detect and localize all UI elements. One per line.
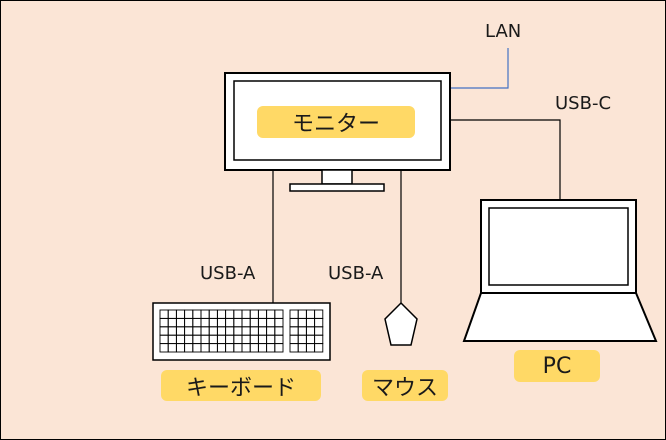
monitor-label: モニター xyxy=(257,106,415,138)
lan-cable xyxy=(450,48,509,89)
usb-c-cable xyxy=(450,119,561,200)
keyboard-numpad-keys xyxy=(289,309,324,353)
usb-a-keyboard-label: USB-A xyxy=(200,263,256,284)
keyboard-main-keys xyxy=(159,309,284,353)
keyboard-label: キーボード xyxy=(161,370,321,401)
laptop-icon xyxy=(462,199,658,342)
mouse-label: マウス xyxy=(362,370,448,401)
usb-a-mouse-label: USB-A xyxy=(328,263,384,284)
mouse-icon xyxy=(384,301,418,346)
usb-c-label: USB-C xyxy=(555,93,612,114)
pc-label: PC xyxy=(514,350,600,382)
keyboard-icon xyxy=(152,302,331,361)
lan-label: LAN xyxy=(485,21,522,42)
